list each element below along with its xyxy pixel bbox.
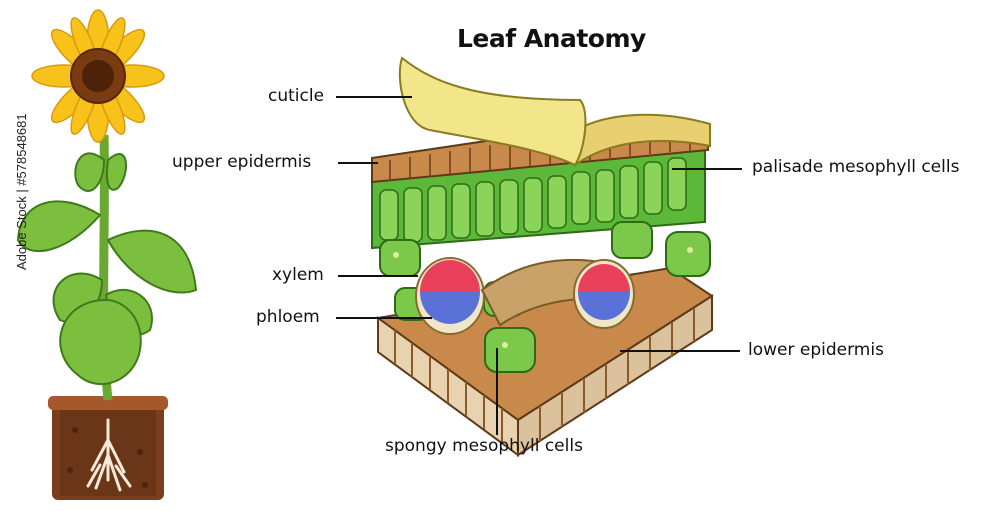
sunflower-plant xyxy=(16,9,198,500)
label-leader-lines xyxy=(336,96,742,435)
sunflower-head xyxy=(31,9,165,143)
flower-pot xyxy=(48,396,168,500)
plant-leaves xyxy=(16,152,198,386)
label-cuticle: cuticle xyxy=(268,86,325,106)
stock-watermark: Adobe Stock | #578548681 xyxy=(14,113,29,270)
label-lower-epidermis: lower epidermis xyxy=(748,340,884,360)
diagram-title: Leaf Anatomy xyxy=(457,24,646,53)
spongy-mesophyll xyxy=(379,221,711,373)
leaf-cross-section xyxy=(371,56,714,457)
label-xylem: xylem xyxy=(272,265,324,285)
label-phloem: phloem xyxy=(256,307,320,327)
vascular-bundle-left xyxy=(415,257,485,335)
cuticle-layer xyxy=(398,56,711,167)
label-palisade-mesophyll: palisade mesophyll cells xyxy=(752,157,960,177)
label-upper-epidermis: upper epidermis xyxy=(172,152,312,172)
vascular-bundle-right xyxy=(480,258,635,329)
label-spongy-mesophyll: spongy mesophyll cells xyxy=(385,436,583,456)
